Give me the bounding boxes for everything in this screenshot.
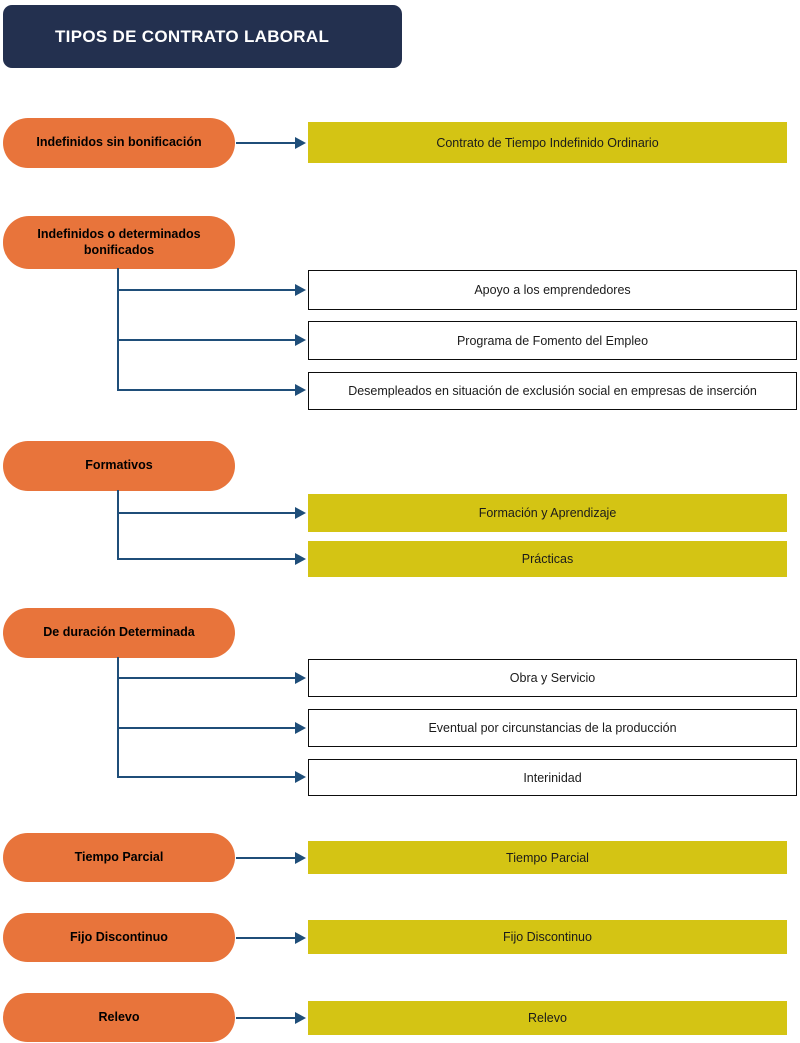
item-bar-contrato-tiempo-indefinido-ordinario[interactable]: Contrato de Tiempo Indefinido Ordinario (308, 122, 787, 163)
item-label: Prácticas (521, 552, 574, 566)
connector-branch-group-3-1 (117, 512, 297, 514)
category-pill-formativos[interactable]: Formativos (3, 441, 235, 491)
arrow-head-icon (295, 672, 306, 684)
connector-line-group-6 (236, 937, 296, 939)
item-label: Desempleados en situación de exclusión s… (348, 384, 757, 398)
category-label: Indefinidos o determinados bonificados (37, 226, 201, 257)
category-pill-de-duracion-determinada[interactable]: De duración Determinada (3, 608, 235, 658)
page-title: TIPOS DE CONTRATO LABORAL (55, 26, 330, 46)
category-label: Indefinidos sin bonificación (36, 135, 202, 150)
item-box-desempleados-exclusion-social[interactable]: Desempleados en situación de exclusión s… (308, 372, 797, 410)
item-box-eventual-por-circunstancias-de-la-produccion[interactable]: Eventual por circunstancias de la produc… (308, 709, 797, 747)
category-pill-tiempo-parcial[interactable]: Tiempo Parcial (3, 833, 235, 882)
item-label: Fijo Discontinuo (503, 930, 592, 944)
item-bar-tiempo-parcial[interactable]: Tiempo Parcial (308, 841, 787, 874)
connector-branch-group-4-1 (117, 677, 297, 679)
item-box-interinidad[interactable]: Interinidad (308, 759, 797, 796)
category-label: De duración Determinada (43, 625, 195, 640)
category-pill-relevo[interactable]: Relevo (3, 993, 235, 1042)
item-label: Contrato de Tiempo Indefinido Ordinario (436, 135, 659, 150)
item-label: Programa de Fomento del Empleo (456, 333, 649, 348)
connector-branch-group-4-2 (117, 727, 297, 729)
connector-trunk-group-3 (117, 490, 119, 560)
arrow-head-icon (295, 384, 306, 396)
item-box-programa-de-fomento-del-empleo[interactable]: Programa de Fomento del Empleo (308, 321, 797, 360)
connector-branch-group-4-3 (117, 776, 297, 778)
item-label: Interinidad (523, 770, 582, 785)
connector-line-group-5 (236, 857, 296, 859)
item-label: Relevo (528, 1011, 567, 1025)
arrow-head-icon (295, 334, 306, 346)
item-bar-practicas[interactable]: Prácticas (308, 541, 787, 577)
arrow-head-icon (295, 722, 306, 734)
connector-line-group-7 (236, 1017, 296, 1019)
item-bar-formacion-y-aprendizaje[interactable]: Formación y Aprendizaje (308, 494, 787, 532)
category-label: Formativos (85, 458, 153, 473)
arrow-head-icon (295, 771, 306, 783)
item-label: Formación y Aprendizaje (478, 506, 617, 520)
diagram-title-banner: TIPOS DE CONTRATO LABORAL (3, 5, 402, 68)
category-label: Fijo Discontinuo (70, 929, 168, 944)
item-label: Tiempo Parcial (506, 850, 589, 865)
connector-line-group-1 (236, 142, 296, 144)
connector-branch-group-2-2 (117, 339, 297, 341)
category-pill-fijo-discontinuo[interactable]: Fijo Discontinuo (3, 913, 235, 962)
item-bar-fijo-discontinuo[interactable]: Fijo Discontinuo (308, 920, 787, 954)
item-label: Apoyo a los emprendedores (474, 283, 631, 297)
arrow-head-icon (295, 1012, 306, 1024)
item-bar-relevo[interactable]: Relevo (308, 1001, 787, 1035)
arrow-head-icon (295, 137, 306, 149)
item-label: Eventual por circunstancias de la produc… (428, 721, 677, 735)
category-label: Tiempo Parcial (74, 849, 164, 864)
item-box-obra-y-servicio[interactable]: Obra y Servicio (308, 659, 797, 697)
category-pill-indefinidos-o-determinados-bonificados[interactable]: Indefinidos o determinados bonificados (3, 216, 235, 269)
arrow-head-icon (295, 852, 306, 864)
item-box-apoyo-a-los-emprendedores[interactable]: Apoyo a los emprendedores (308, 270, 797, 310)
arrow-head-icon (295, 507, 306, 519)
connector-branch-group-3-2 (117, 558, 297, 560)
arrow-head-icon (295, 932, 306, 944)
category-label: Relevo (98, 1009, 140, 1024)
arrow-head-icon (295, 284, 306, 296)
connector-branch-group-2-1 (117, 289, 297, 291)
arrow-head-icon (295, 553, 306, 565)
connector-trunk-group-4 (117, 657, 119, 777)
connector-branch-group-2-3 (117, 389, 297, 391)
category-pill-indefinidos-sin-bonificacion[interactable]: Indefinidos sin bonificación (3, 118, 235, 168)
item-label: Obra y Servicio (509, 671, 596, 685)
connector-trunk-group-2 (117, 268, 119, 390)
